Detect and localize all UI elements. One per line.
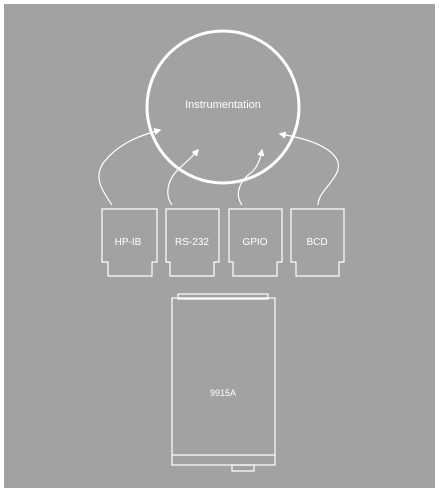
instrumentation-node: Instrumentation: [145, 29, 301, 185]
interface-card-hp-ib: HP-IB: [101, 208, 158, 277]
interface-label: HP-IB: [115, 237, 142, 248]
interface-card-rs-232: RS-232: [165, 208, 220, 277]
computer-foot: [231, 464, 255, 472]
cable-rs-232: [167, 148, 199, 206]
cable-bcd: [278, 131, 339, 206]
card-outline: [165, 208, 220, 277]
cable-hp-ib: [98, 128, 162, 206]
interface-label: RS-232: [175, 237, 209, 248]
computer-label: 9915A: [210, 388, 236, 398]
card-outline: [228, 208, 283, 277]
computer-top-edge: [177, 293, 269, 300]
interface-card-bcd: BCD: [290, 208, 345, 277]
cable-gpio: [237, 148, 265, 206]
computer-unit: 9915A: [171, 293, 276, 472]
interface-label: GPIO: [242, 237, 267, 248]
computer-body: [171, 297, 276, 466]
instrumentation-circle: [145, 29, 301, 185]
card-outline: [101, 208, 158, 277]
instrumentation-label: Instrumentation: [185, 99, 261, 111]
interface-cards: HP-IB RS-232 GPIO BCD: [101, 208, 345, 277]
card-outline: [290, 208, 345, 277]
connection-lines: [98, 128, 339, 206]
interface-label: BCD: [306, 237, 327, 248]
interface-card-gpio: GPIO: [228, 208, 283, 277]
